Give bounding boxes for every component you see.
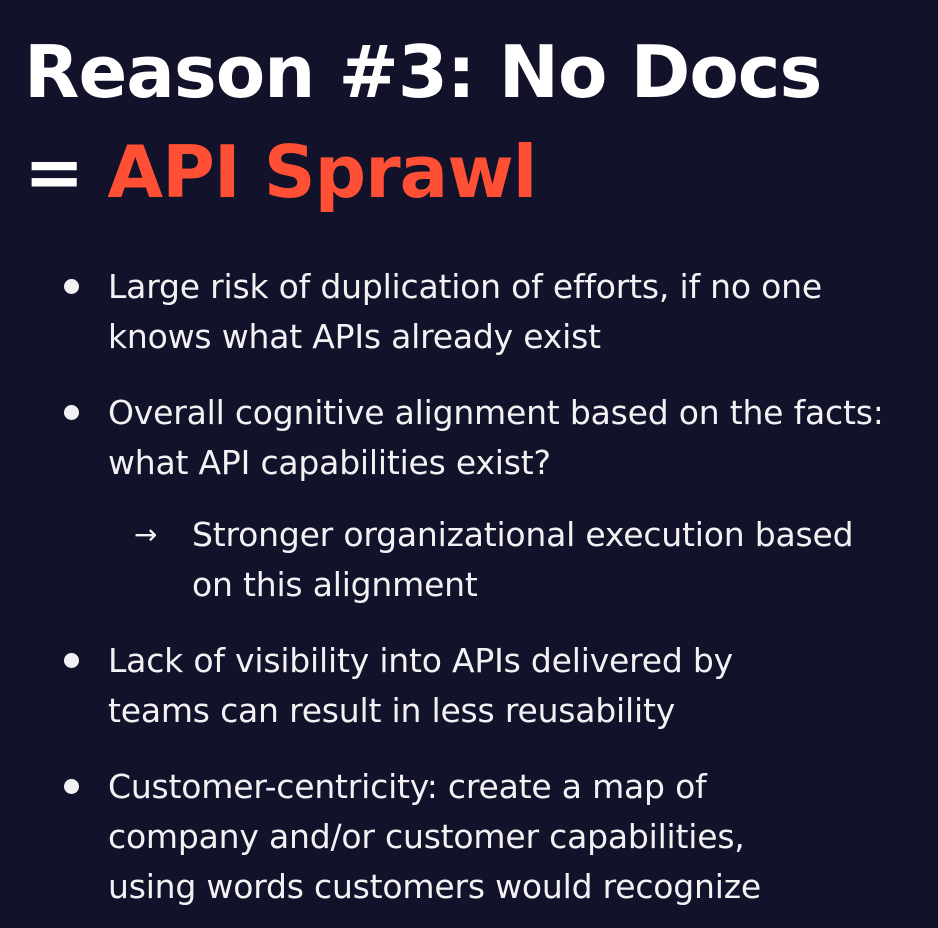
sub-bullet-item: → Stronger organizational execution base…: [0, 510, 938, 610]
bullet-text-line: Overall cognitive alignment based on the…: [108, 393, 884, 432]
bullet-text-line: what API capabilities exist?: [108, 443, 551, 482]
bullet-item: Lack of visibility into APIs delivered b…: [0, 636, 938, 736]
bullet-dot-icon: [64, 405, 79, 420]
slide-title: Reason #3: No Docs = API Sprawl: [24, 22, 822, 222]
bullet-text-line: knows what APIs already exist: [108, 317, 601, 356]
sub-bullet-text-line: on this alignment: [192, 565, 478, 604]
title-equals: =: [24, 130, 108, 214]
bullet-text-line: Large risk of duplication of efforts, if…: [108, 267, 822, 306]
title-line-2: = API Sprawl: [24, 122, 821, 222]
bullet-text-line: company and/or customer capabilities,: [108, 817, 745, 856]
title-accent: API Sprawl: [107, 130, 537, 214]
bullet-item: Overall cognitive alignment based on the…: [0, 388, 938, 488]
bullet-dot-icon: [64, 279, 79, 294]
bullet-item: Customer-centricity: create a map of com…: [0, 762, 938, 912]
bullet-text-line: Lack of visibility into APIs delivered b…: [108, 641, 733, 680]
bullet-item: Large risk of duplication of efforts, if…: [0, 262, 938, 362]
bullet-text-line: Customer-centricity: create a map of: [108, 767, 707, 806]
bullet-text-line: using words customers would recognize: [108, 867, 761, 906]
bullet-text-line: teams can result in less reusability: [108, 691, 676, 730]
sub-bullet-text-line: Stronger organizational execution based: [192, 515, 854, 554]
bullet-list: Large risk of duplication of efforts, if…: [0, 262, 938, 912]
bullet-dot-icon: [64, 653, 79, 668]
bullet-dot-icon: [64, 779, 79, 794]
arrow-right-icon: →: [134, 518, 158, 551]
title-line-1: Reason #3: No Docs: [24, 30, 822, 114]
